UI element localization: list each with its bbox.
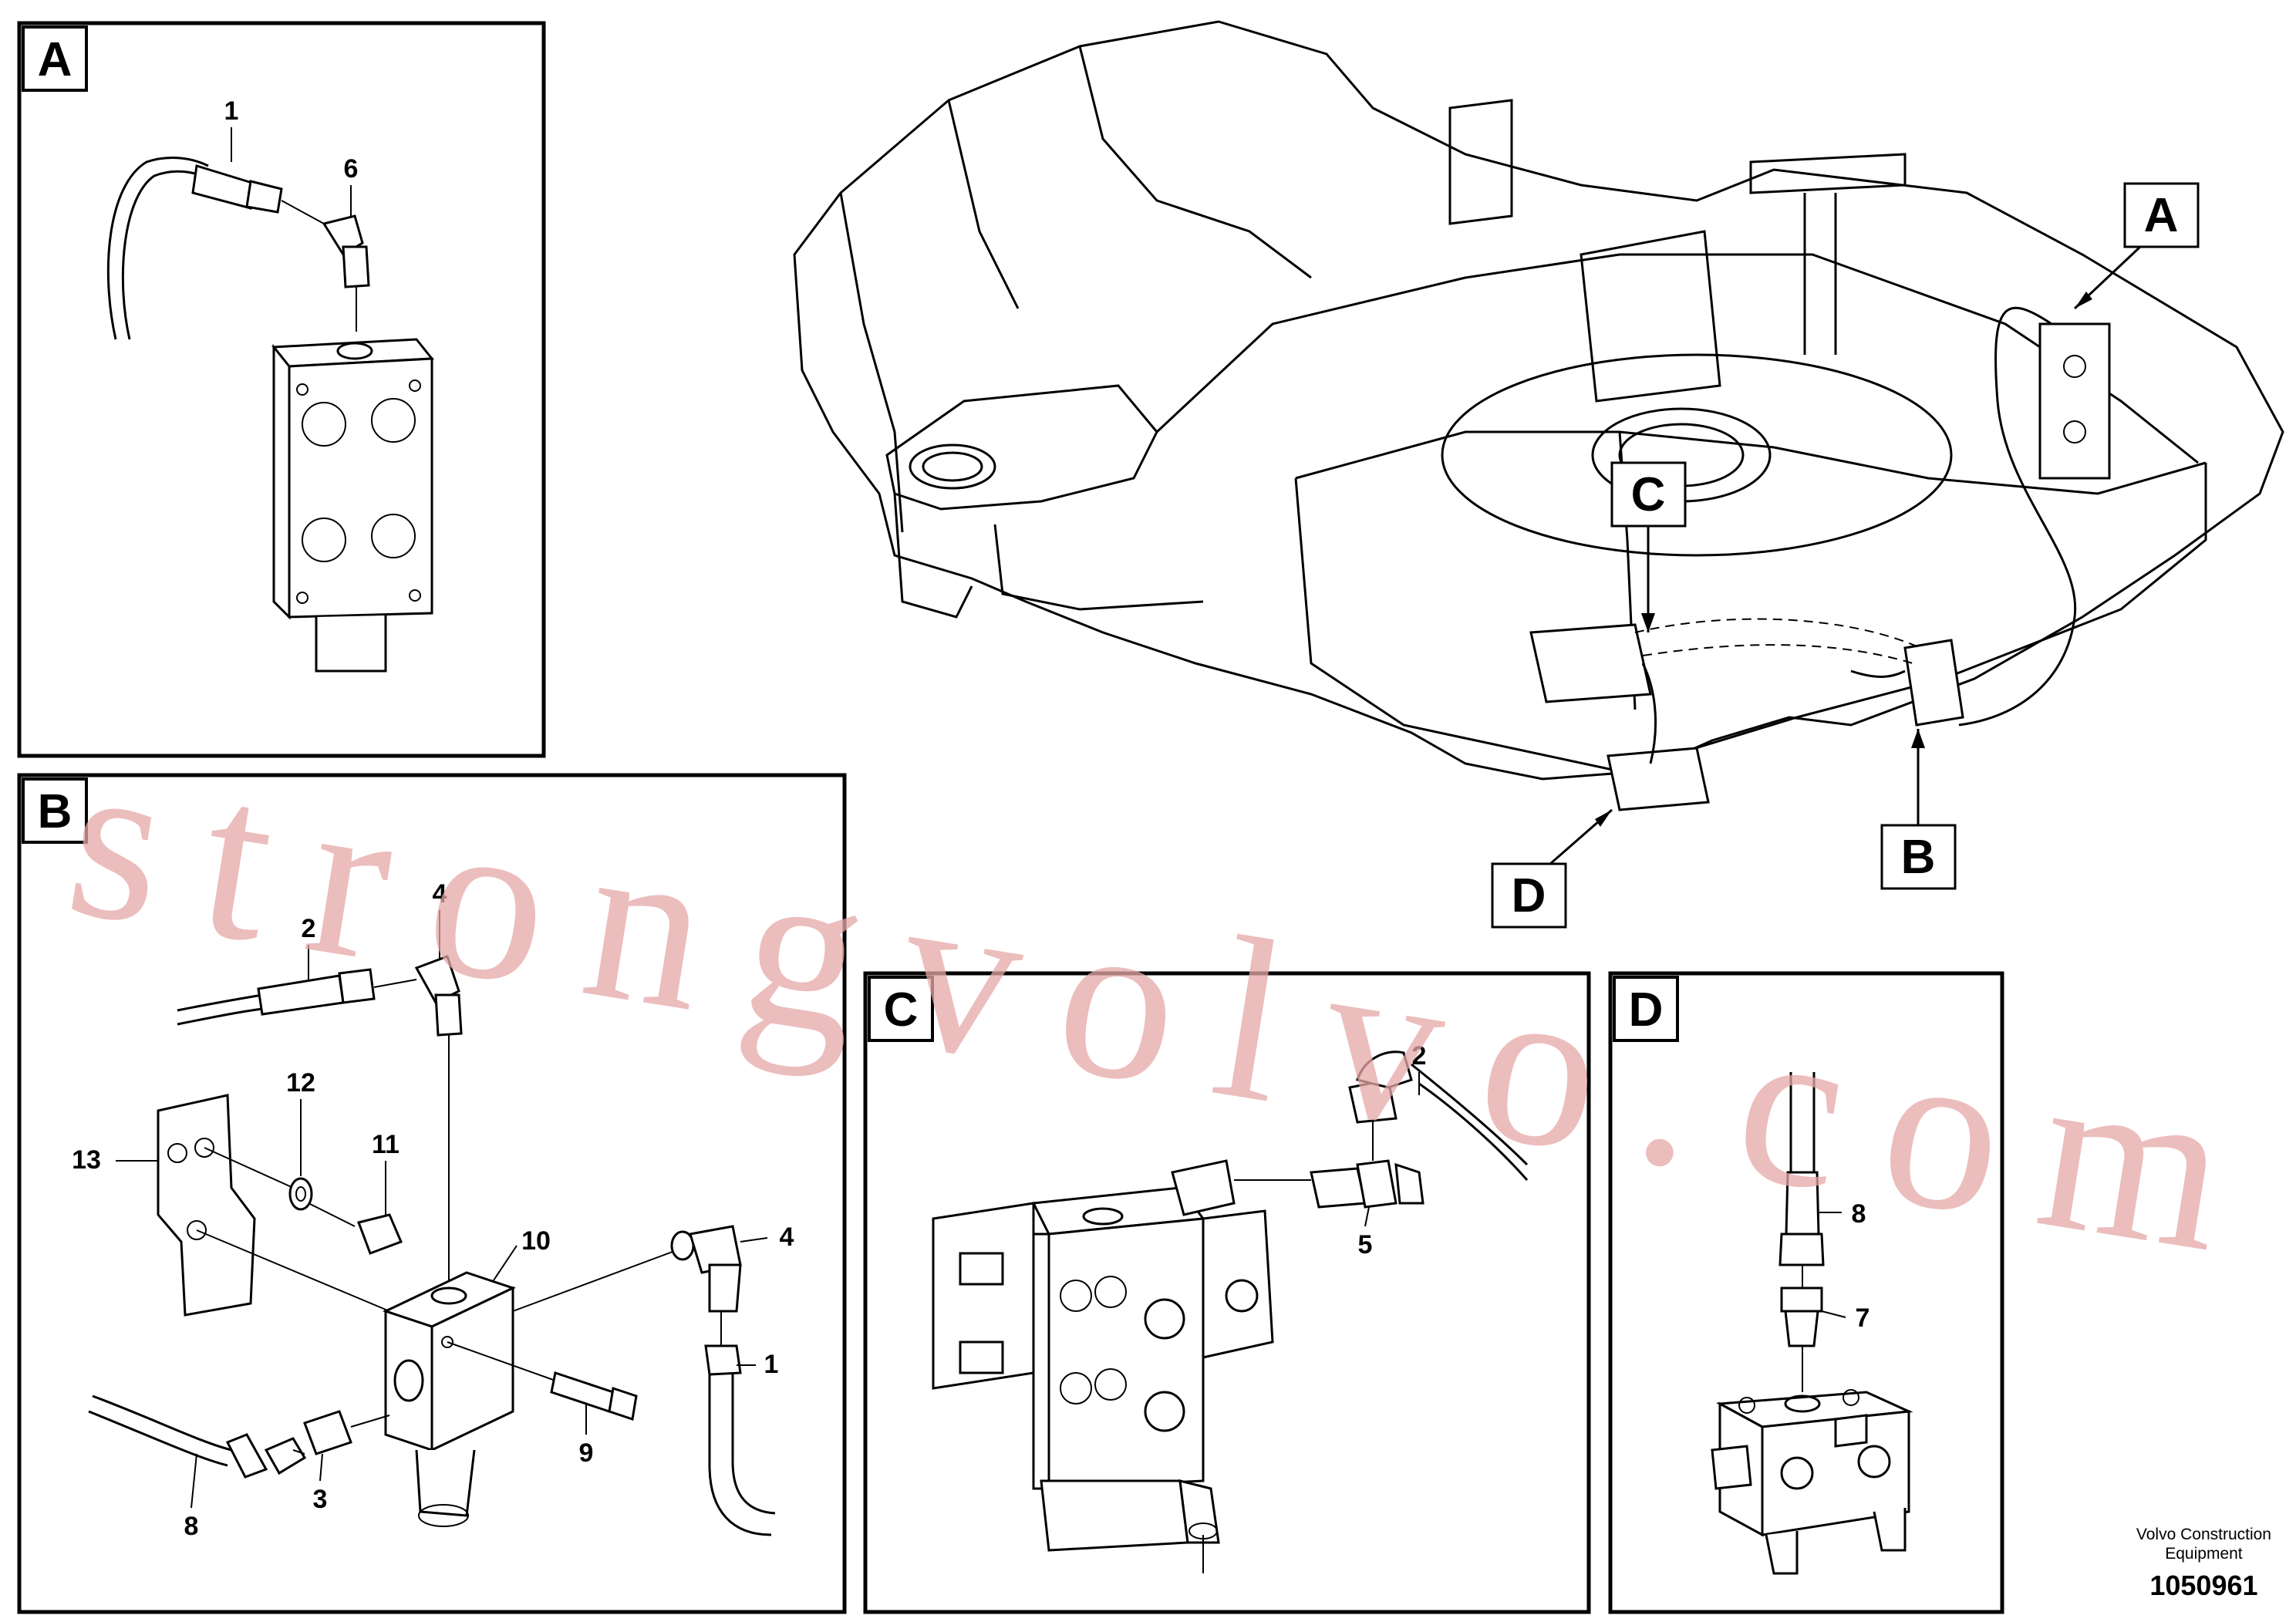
- callout-b-13: 13: [72, 1145, 158, 1175]
- svg-text:11: 11: [372, 1130, 400, 1159]
- callout-a-6: 6: [344, 154, 359, 218]
- brand-line-2: Equipment: [2165, 1545, 2243, 1563]
- callout-d-7: 7: [1821, 1303, 1870, 1333]
- callout-b-3: 3: [313, 1453, 328, 1514]
- svg-text:A: A: [2144, 189, 2179, 242]
- svg-text:8: 8: [1852, 1199, 1866, 1229]
- panel-a-label: A: [38, 33, 72, 86]
- svg-text:4: 4: [780, 1222, 794, 1252]
- svg-text:D: D: [1512, 869, 1546, 922]
- svg-text:5: 5: [1358, 1230, 1373, 1259]
- callout-c-2: 2: [1412, 1041, 1427, 1095]
- callout-b-8: 8: [184, 1453, 199, 1541]
- callout-b-12: 12: [286, 1068, 315, 1176]
- svg-text:12: 12: [286, 1068, 315, 1098]
- overview-frame-drawing: [793, 20, 2284, 811]
- svg-text:8: 8: [184, 1512, 199, 1541]
- callout-b-9: 9: [579, 1404, 594, 1468]
- callout-b-11: 11: [372, 1130, 400, 1215]
- svg-text:7: 7: [1856, 1303, 1870, 1333]
- detail-panel-b: B: [17, 773, 847, 1614]
- svg-text:C: C: [1631, 468, 1666, 521]
- svg-text:13: 13: [72, 1145, 101, 1175]
- svg-text:B: B: [1901, 831, 1936, 884]
- callout-b-1: 1: [737, 1350, 778, 1379]
- overview-label-d: D: [1491, 808, 1613, 929]
- detail-panel-d: D: [1608, 971, 2004, 1614]
- footer-credit: Volvo Construction Equipment 1050961: [2136, 1525, 2271, 1602]
- svg-text:1: 1: [764, 1350, 779, 1379]
- svg-text:4: 4: [433, 879, 447, 909]
- detail-panel-a: A: [17, 21, 546, 758]
- callout-b-10: 10: [493, 1226, 551, 1281]
- callout-d-8: 8: [1819, 1199, 1866, 1229]
- brand-line-1: Volvo Construction: [2136, 1526, 2271, 1543]
- svg-text:1: 1: [224, 96, 239, 126]
- drawing-number: 1050961: [2149, 1570, 2258, 1601]
- detail-panel-c: C: [863, 971, 1591, 1614]
- svg-text:2: 2: [302, 914, 316, 943]
- panel-b-label: B: [38, 785, 72, 838]
- svg-text:6: 6: [344, 154, 359, 184]
- overview-label-b: B: [1880, 729, 1957, 890]
- panel-c-label: C: [884, 983, 919, 1037]
- svg-text:3: 3: [313, 1485, 328, 1514]
- svg-text:9: 9: [579, 1438, 594, 1468]
- overview-label-a: A: [2073, 182, 2200, 310]
- panel-d-label: D: [1629, 983, 1664, 1037]
- callout-a-1: 1: [224, 96, 239, 162]
- svg-text:2: 2: [1412, 1041, 1427, 1071]
- overview-label-c: C: [1610, 461, 1687, 632]
- svg-text:10: 10: [521, 1226, 551, 1256]
- callout-b-4-top: 4: [433, 879, 447, 960]
- callout-c-5: 5: [1358, 1206, 1373, 1259]
- callout-b-2: 2: [302, 914, 316, 980]
- callout-b-4-right: 4: [740, 1222, 794, 1252]
